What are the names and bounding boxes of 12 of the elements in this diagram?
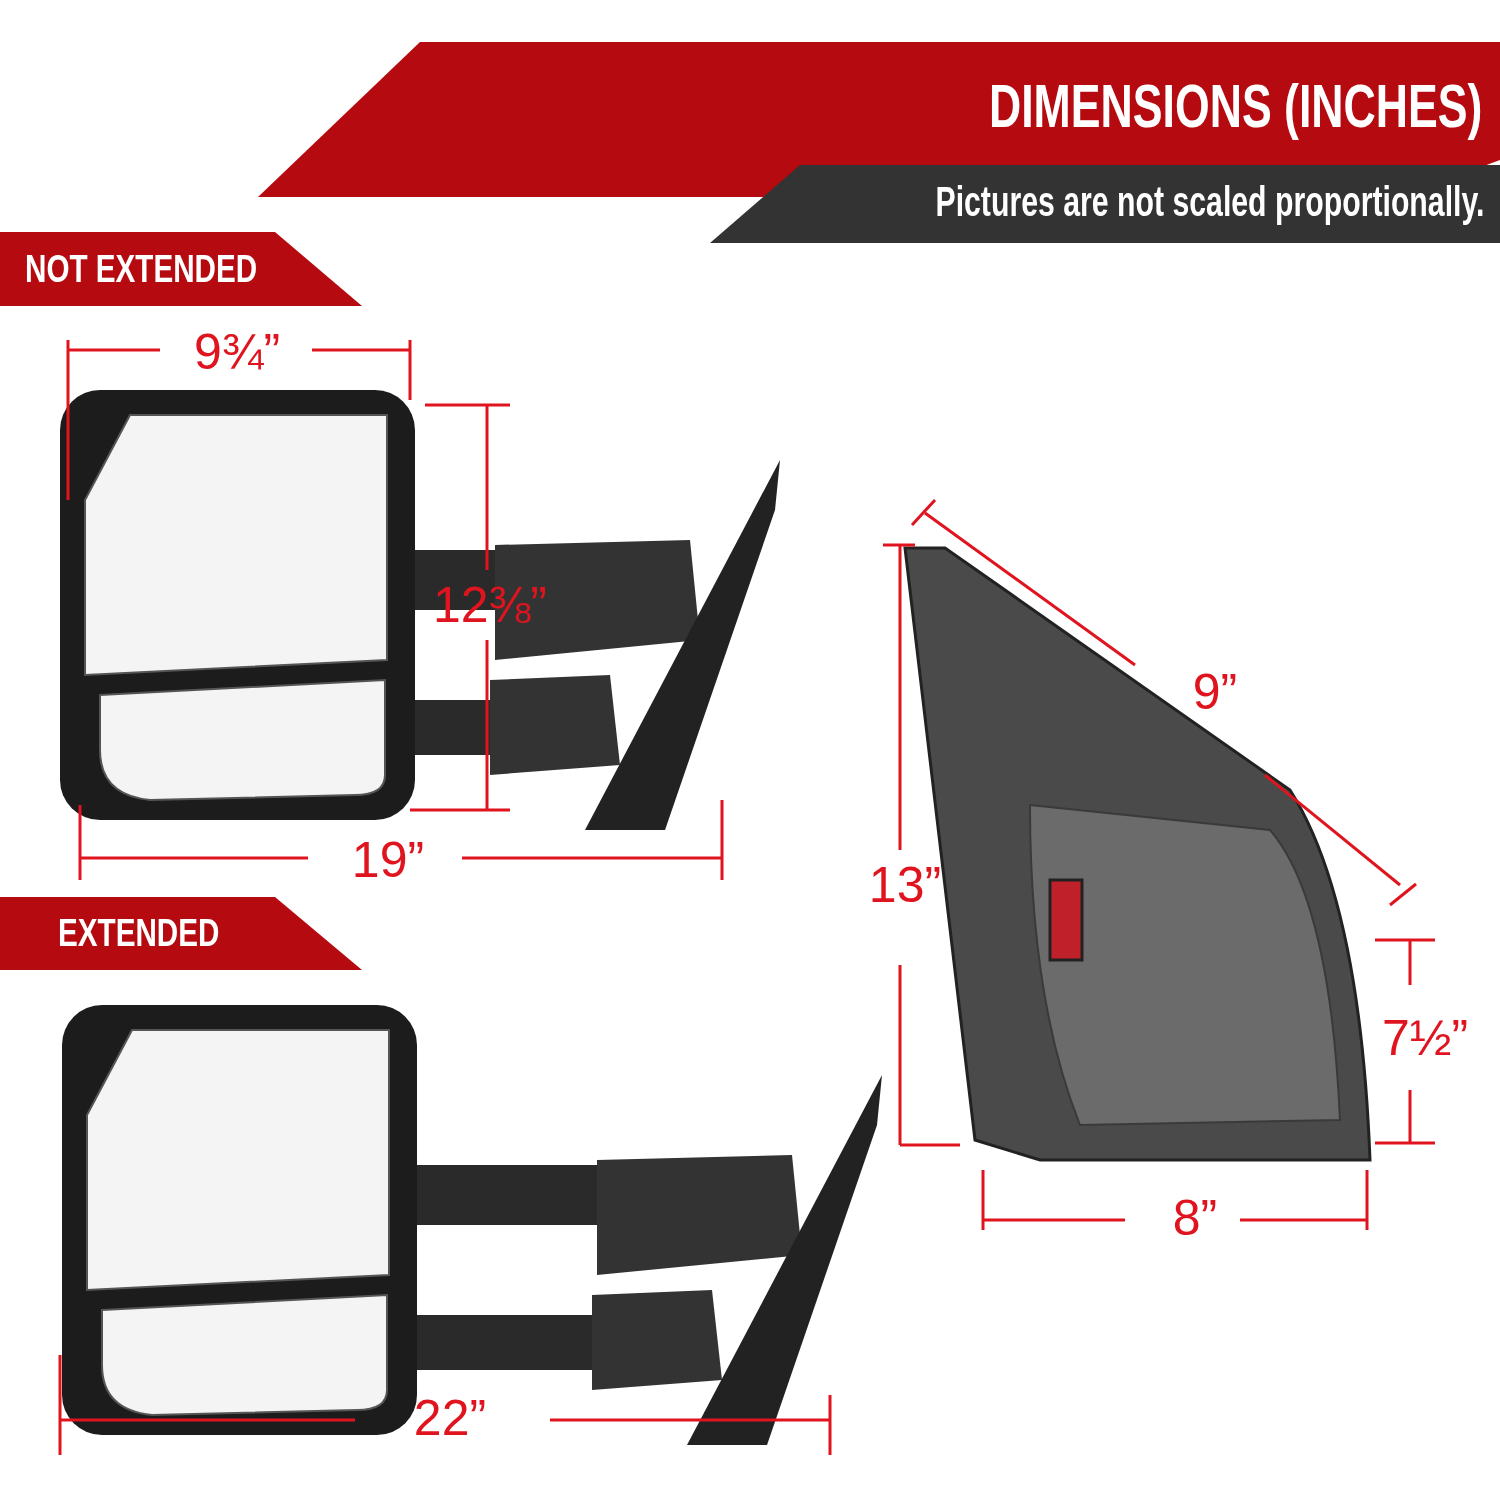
dimension-label: 8” <box>1172 1189 1218 1247</box>
section-heading: EXTENDED <box>58 911 220 955</box>
dimension-label: 22” <box>413 1389 487 1447</box>
dimension-label: 9” <box>1192 663 1238 721</box>
dimension-label: 13” <box>868 856 942 914</box>
note-text: Pictures are not scaled proportionally. <box>935 178 1484 226</box>
section-heading: NOT EXTENDED <box>25 247 258 291</box>
dimension-label: 12⅜” <box>433 576 547 634</box>
dimension-label: 19” <box>351 831 425 889</box>
dimension-label: 7½” <box>1381 1009 1469 1067</box>
dimension-label: 9¾” <box>193 323 281 381</box>
title: DIMENSIONS (INCHES) <box>988 69 1482 141</box>
